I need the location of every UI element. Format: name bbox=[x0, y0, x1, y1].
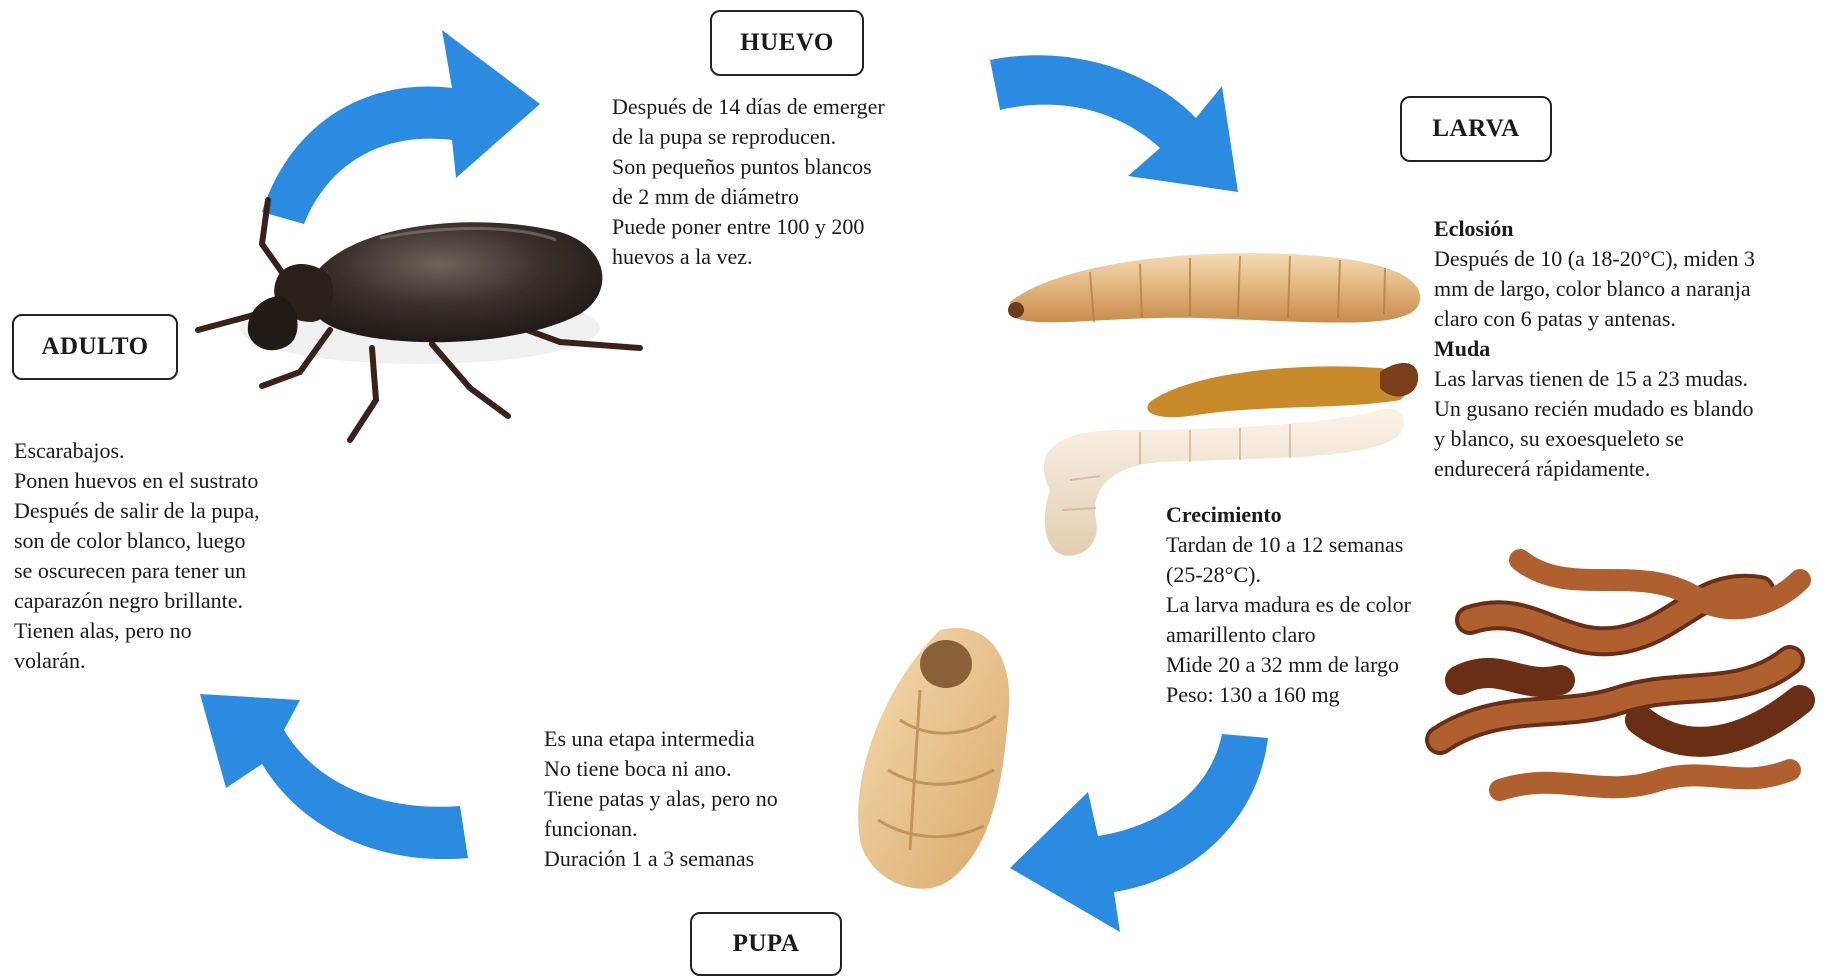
stage-label-adulto: ADULTO bbox=[12, 314, 178, 380]
text-line: se oscurecen para tener un bbox=[14, 556, 260, 586]
text-line: Después de 14 días de emerger bbox=[612, 92, 885, 122]
text-line: Tienen alas, pero no bbox=[14, 616, 260, 646]
text-line: Peso: 130 a 160 mg bbox=[1166, 680, 1411, 710]
text-line: La larva madura es de color bbox=[1166, 590, 1411, 620]
muda-heading: Muda bbox=[1434, 334, 1755, 364]
text-line: Es una etapa intermedia bbox=[544, 724, 778, 754]
mealworms-icon bbox=[1440, 560, 1800, 790]
larva-crecimiento-description: Crecimiento Tardan de 10 a 12 semanas (2… bbox=[1166, 500, 1411, 710]
cycle-arrow-icon bbox=[990, 55, 1238, 192]
text-line: Tardan de 10 a 12 semanas bbox=[1166, 530, 1411, 560]
text-line: Puede poner entre 100 y 200 bbox=[612, 212, 885, 242]
pupa-icon bbox=[858, 628, 1009, 889]
text-line: huevos a la vez. bbox=[612, 242, 885, 272]
stage-label-huevo: HUEVO bbox=[710, 10, 864, 76]
huevo-description: Después de 14 días de emerger de la pupa… bbox=[612, 92, 885, 272]
text-line: Tiene patas y alas, pero no bbox=[544, 784, 778, 814]
text-line: Duración 1 a 3 semanas bbox=[544, 844, 778, 874]
text-line: claro con 6 patas y antenas. bbox=[1434, 304, 1755, 334]
text-line: mm de largo, color blanco a naranja bbox=[1434, 274, 1755, 304]
cycle-arrow-icon bbox=[200, 694, 468, 859]
pupa-description: Es una etapa intermedia No tiene boca ni… bbox=[544, 724, 778, 874]
text-line: son de color blanco, luego bbox=[14, 526, 260, 556]
text-line: Después de salir de la pupa, bbox=[14, 496, 260, 526]
text-line: No tiene boca ni ano. bbox=[544, 754, 778, 784]
stage-label-pupa: PUPA bbox=[690, 912, 842, 976]
beetle-icon bbox=[198, 200, 640, 440]
eclosion-heading: Eclosión bbox=[1434, 214, 1755, 244]
adulto-description: Escarabajos. Ponen huevos en el sustrato… bbox=[14, 436, 260, 676]
text-line: Mide 20 a 32 mm de largo bbox=[1166, 650, 1411, 680]
text-line: amarillento claro bbox=[1166, 620, 1411, 650]
text-line: Las larvas tienen de 15 a 23 mudas. bbox=[1434, 364, 1755, 394]
larva-icon bbox=[1008, 253, 1420, 322]
text-line: caparazón negro brillante. bbox=[14, 586, 260, 616]
crecimiento-heading: Crecimiento bbox=[1166, 500, 1411, 530]
text-line: Escarabajos. bbox=[14, 436, 260, 466]
text-line: Después de 10 (a 18-20°C), miden 3 bbox=[1434, 244, 1755, 274]
text-line: volarán. bbox=[14, 646, 260, 676]
text-line: (25-28°C). bbox=[1166, 560, 1411, 590]
larva-eclosion-muda-description: Eclosión Después de 10 (a 18-20°C), mide… bbox=[1434, 214, 1755, 484]
text-line: Ponen huevos en el sustrato bbox=[14, 466, 260, 496]
text-line: Un gusano recién mudado es blando bbox=[1434, 394, 1755, 424]
stage-label-larva: LARVA bbox=[1400, 96, 1552, 162]
cycle-arrow-icon bbox=[262, 30, 540, 224]
text-line: Son pequeños puntos blancos bbox=[612, 152, 885, 182]
text-line: endurecerá rápidamente. bbox=[1434, 454, 1755, 484]
text-line: de la pupa se reproducen. bbox=[612, 122, 885, 152]
text-line: funcionan. bbox=[544, 814, 778, 844]
cycle-arrow-icon bbox=[1010, 734, 1268, 932]
text-line: y blanco, su exoesqueleto se bbox=[1434, 424, 1755, 454]
text-line: de 2 mm de diámetro bbox=[612, 182, 885, 212]
